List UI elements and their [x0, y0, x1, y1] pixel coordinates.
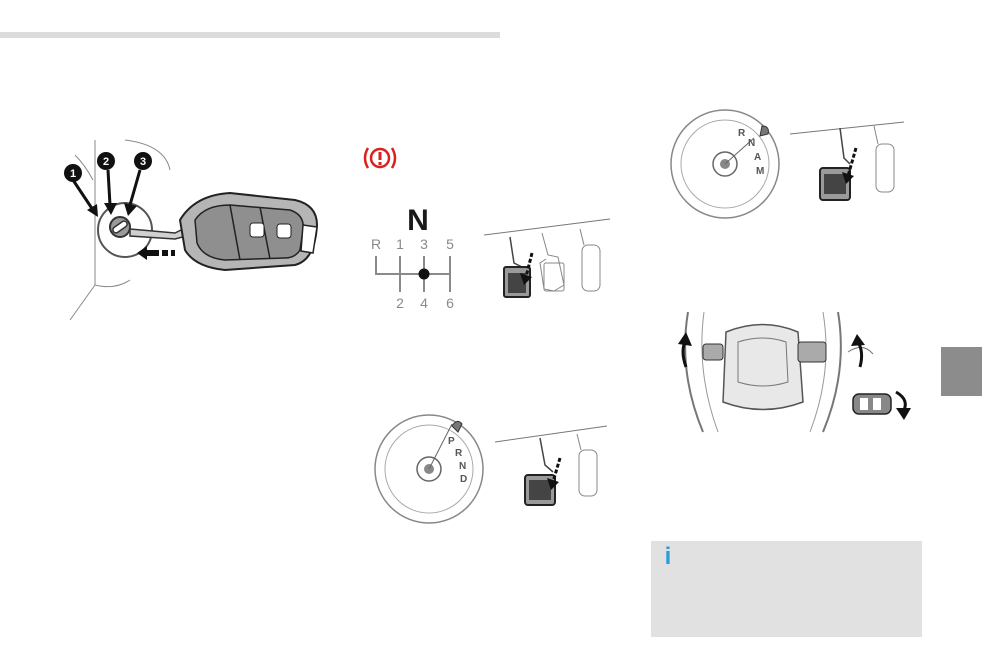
brake-pedal-figure-1 — [495, 425, 608, 506]
gear-selector-park-figure: P R N D — [374, 414, 484, 524]
gear-m: M — [756, 166, 764, 177]
gear-a: A — [754, 152, 761, 163]
gear-r: R — [455, 448, 463, 459]
gear-p: P — [448, 436, 455, 447]
step-marker-1: 1 — [64, 164, 82, 182]
gear-4: 4 — [420, 295, 428, 311]
gear-3: 3 — [420, 236, 428, 252]
clutch-pedal-figure — [484, 218, 611, 298]
step-marker-3: 3 — [134, 152, 152, 170]
brake-pedal-figure-2 — [790, 121, 905, 201]
ignition-key-figure: 1 2 3 — [64, 139, 319, 321]
info-icon: i — [664, 543, 672, 570]
svg-text:2: 2 — [103, 156, 109, 168]
chapter-tab — [941, 347, 982, 396]
svg-text:1: 1 — [70, 168, 76, 180]
svg-text:3: 3 — [140, 156, 146, 168]
brake-warning-light-icon — [363, 147, 397, 169]
step-marker-2: 2 — [97, 152, 115, 170]
header-rule — [0, 32, 500, 38]
gear-2: 2 — [396, 295, 404, 311]
steering-wheel-paddles-figure — [678, 312, 911, 433]
gear-n: N — [748, 138, 755, 149]
gear-d: D — [460, 474, 467, 485]
gear-r: R — [371, 236, 381, 252]
manual-gear-pattern: N R 1 3 5 2 4 6 — [371, 204, 454, 311]
gear-selector-neutral-figure: R N A M — [670, 109, 780, 219]
gear-5: 5 — [446, 236, 454, 252]
gear-1: 1 — [396, 236, 404, 252]
gear-6: 6 — [446, 295, 454, 311]
gear-n: N — [459, 461, 466, 472]
info-box: i — [651, 541, 922, 637]
gear-r: R — [738, 128, 746, 139]
gear-selected-label: N — [407, 204, 429, 237]
